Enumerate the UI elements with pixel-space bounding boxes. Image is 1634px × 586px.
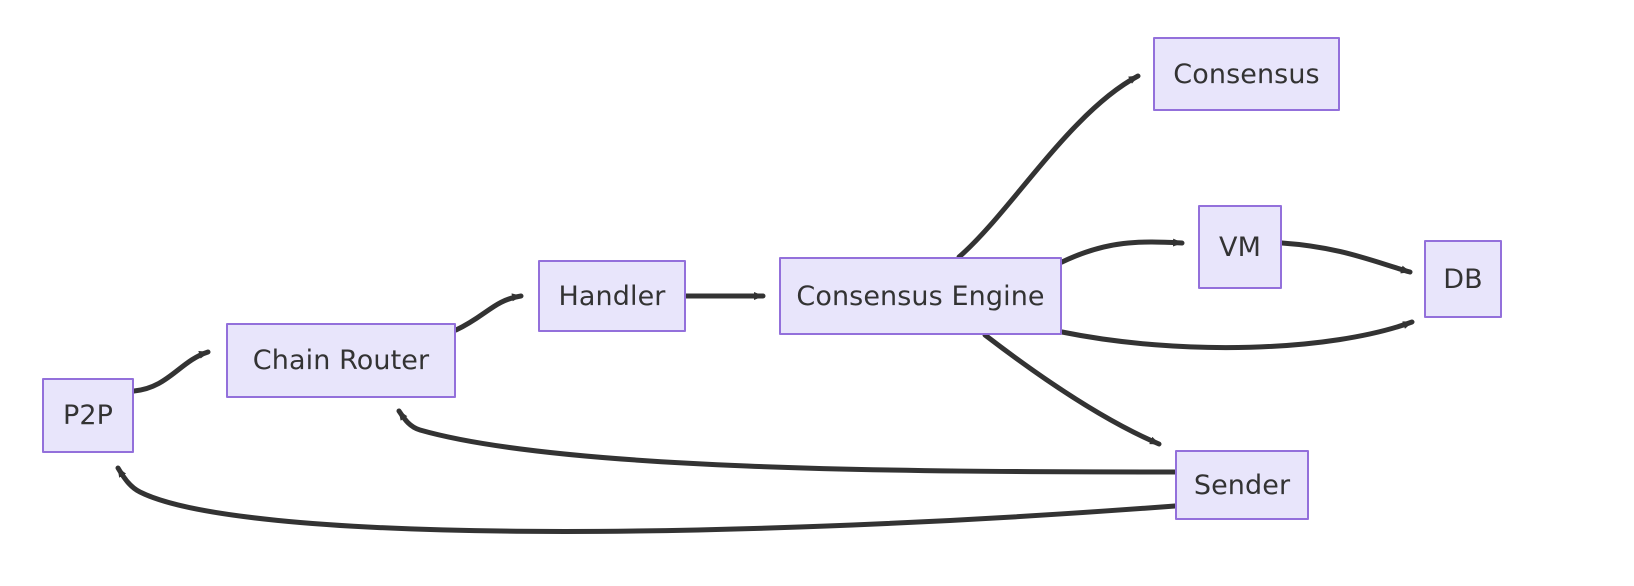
- edge-p2p-to-chain-router: [131, 349, 211, 394]
- node-chain-router[interactable]: Chain Router: [226, 323, 456, 398]
- node-db[interactable]: DB: [1424, 240, 1502, 318]
- node-consensus[interactable]: Consensus: [1153, 37, 1340, 111]
- node-sender[interactable]: Sender: [1175, 450, 1309, 520]
- edge-chain-router-to-handler: [453, 293, 524, 333]
- edge-sender-to-chain-router: [396, 408, 1178, 475]
- node-chain-router-label: Chain Router: [252, 345, 430, 376]
- edge-consensus-engine-to-consensus: [956, 73, 1141, 260]
- node-p2p[interactable]: P2P: [42, 378, 134, 453]
- node-handler-label: Handler: [558, 280, 666, 312]
- node-p2p-label: P2P: [62, 400, 114, 431]
- edge-vm-to-db: [1279, 240, 1413, 275]
- edge-consensus-engine-to-sender: [982, 332, 1162, 447]
- node-consensus-label: Consensus: [1173, 58, 1320, 90]
- node-consensus-engine[interactable]: Consensus Engine: [779, 257, 1062, 335]
- node-vm[interactable]: VM: [1198, 205, 1282, 289]
- node-sender-label: Sender: [1193, 469, 1291, 501]
- node-consensus-engine-label: Consensus Engine: [796, 280, 1045, 312]
- edge-consensus-engine-to-db: [1059, 319, 1415, 351]
- edge-sender-to-p2p: [115, 465, 1178, 534]
- node-db-label: DB: [1443, 263, 1483, 295]
- edge-consensus-engine-to-vm: [1059, 238, 1185, 265]
- node-handler[interactable]: Handler: [538, 260, 686, 332]
- node-vm-label: VM: [1219, 231, 1261, 263]
